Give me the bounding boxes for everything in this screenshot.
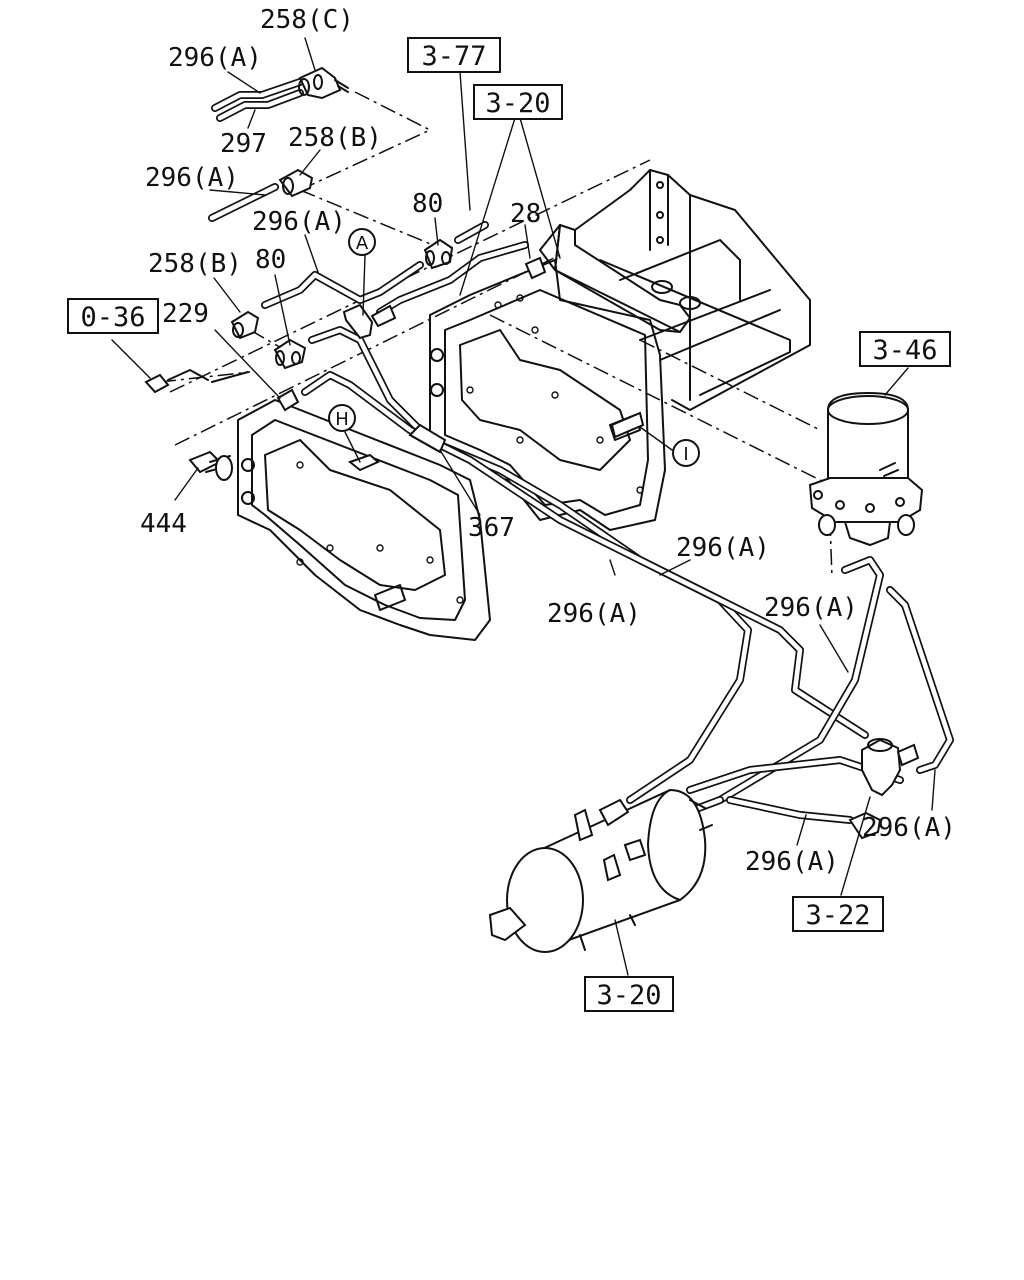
svg-text:3-20: 3-20 <box>485 88 550 119</box>
bolt-444 <box>188 450 233 481</box>
label-296a-3: 296(A) <box>252 207 346 237</box>
svg-text:3-46: 3-46 <box>872 335 937 366</box>
air-dryer <box>808 391 924 547</box>
air-tank <box>488 788 713 953</box>
nut-28 <box>524 256 547 280</box>
svg-text:3-22: 3-22 <box>805 900 870 931</box>
air-tubes <box>208 78 954 834</box>
svg-text:3-77: 3-77 <box>421 41 486 72</box>
part-labels: 258(C) 296(A) 297 258(B) 296(A) 80 28 29… <box>140 5 956 877</box>
label-296a-4: 296(A) <box>676 533 770 563</box>
label-258b-1: 258(B) <box>288 123 382 153</box>
valve-assembly <box>848 738 920 840</box>
label-296a-5: 296(A) <box>547 599 641 629</box>
centre-lines <box>159 91 833 579</box>
svg-text:I: I <box>683 444 688 465</box>
label-444: 444 <box>140 509 187 539</box>
ref-box-3-46: 3-46 <box>859 331 951 367</box>
circle-marker-h: H <box>328 404 356 432</box>
label-80-2: 80 <box>255 245 286 275</box>
svg-text:H: H <box>335 409 349 430</box>
leader-lines <box>111 37 936 976</box>
label-367: 367 <box>468 513 515 543</box>
label-80-1: 80 <box>412 189 443 219</box>
frame-cross-member <box>539 169 811 411</box>
ref-box-3-77: 3-77 <box>407 37 501 73</box>
ref-box-3-20-top: 3-20 <box>473 84 563 120</box>
label-296a-6: 296(A) <box>764 593 858 623</box>
mounting-bracket-front <box>237 399 491 641</box>
union-fitting-258b-lower <box>230 310 260 340</box>
label-258c: 258(C) <box>260 5 354 35</box>
label-296a-8: 296(A) <box>745 847 839 877</box>
circle-marker-a: A <box>348 228 376 256</box>
mounting-bracket-rear <box>429 259 666 531</box>
fitting-229 <box>276 388 300 412</box>
label-296a-7: 296(A) <box>862 813 956 843</box>
elbow-fitting-258c <box>298 66 349 100</box>
circle-marker-i: I <box>672 439 700 467</box>
tee-fitting-80-upper <box>423 238 454 270</box>
label-296a-1: 296(A) <box>168 43 262 73</box>
ref-box-3-20-bottom: 3-20 <box>584 976 674 1012</box>
label-229: 229 <box>162 299 209 329</box>
svg-text:0-36: 0-36 <box>80 302 145 333</box>
bracket-clip-a <box>342 303 397 340</box>
label-297: 297 <box>220 129 267 159</box>
svg-text:3-20: 3-20 <box>596 980 661 1011</box>
clip-h <box>347 453 380 472</box>
connector-0-36 <box>144 369 249 394</box>
tee-fitting-80-lower <box>273 338 307 370</box>
union-fitting-258b-top <box>278 168 314 198</box>
ref-box-0-36: 0-36 <box>67 298 159 334</box>
svg-text:A: A <box>356 233 369 254</box>
bracket-tab-i <box>610 411 645 439</box>
label-258b-2: 258(B) <box>148 249 242 279</box>
hose-sleeve <box>408 423 447 454</box>
ref-box-3-22: 3-22 <box>792 896 884 932</box>
label-28: 28 <box>510 199 541 229</box>
label-296a-2: 296(A) <box>145 163 239 193</box>
